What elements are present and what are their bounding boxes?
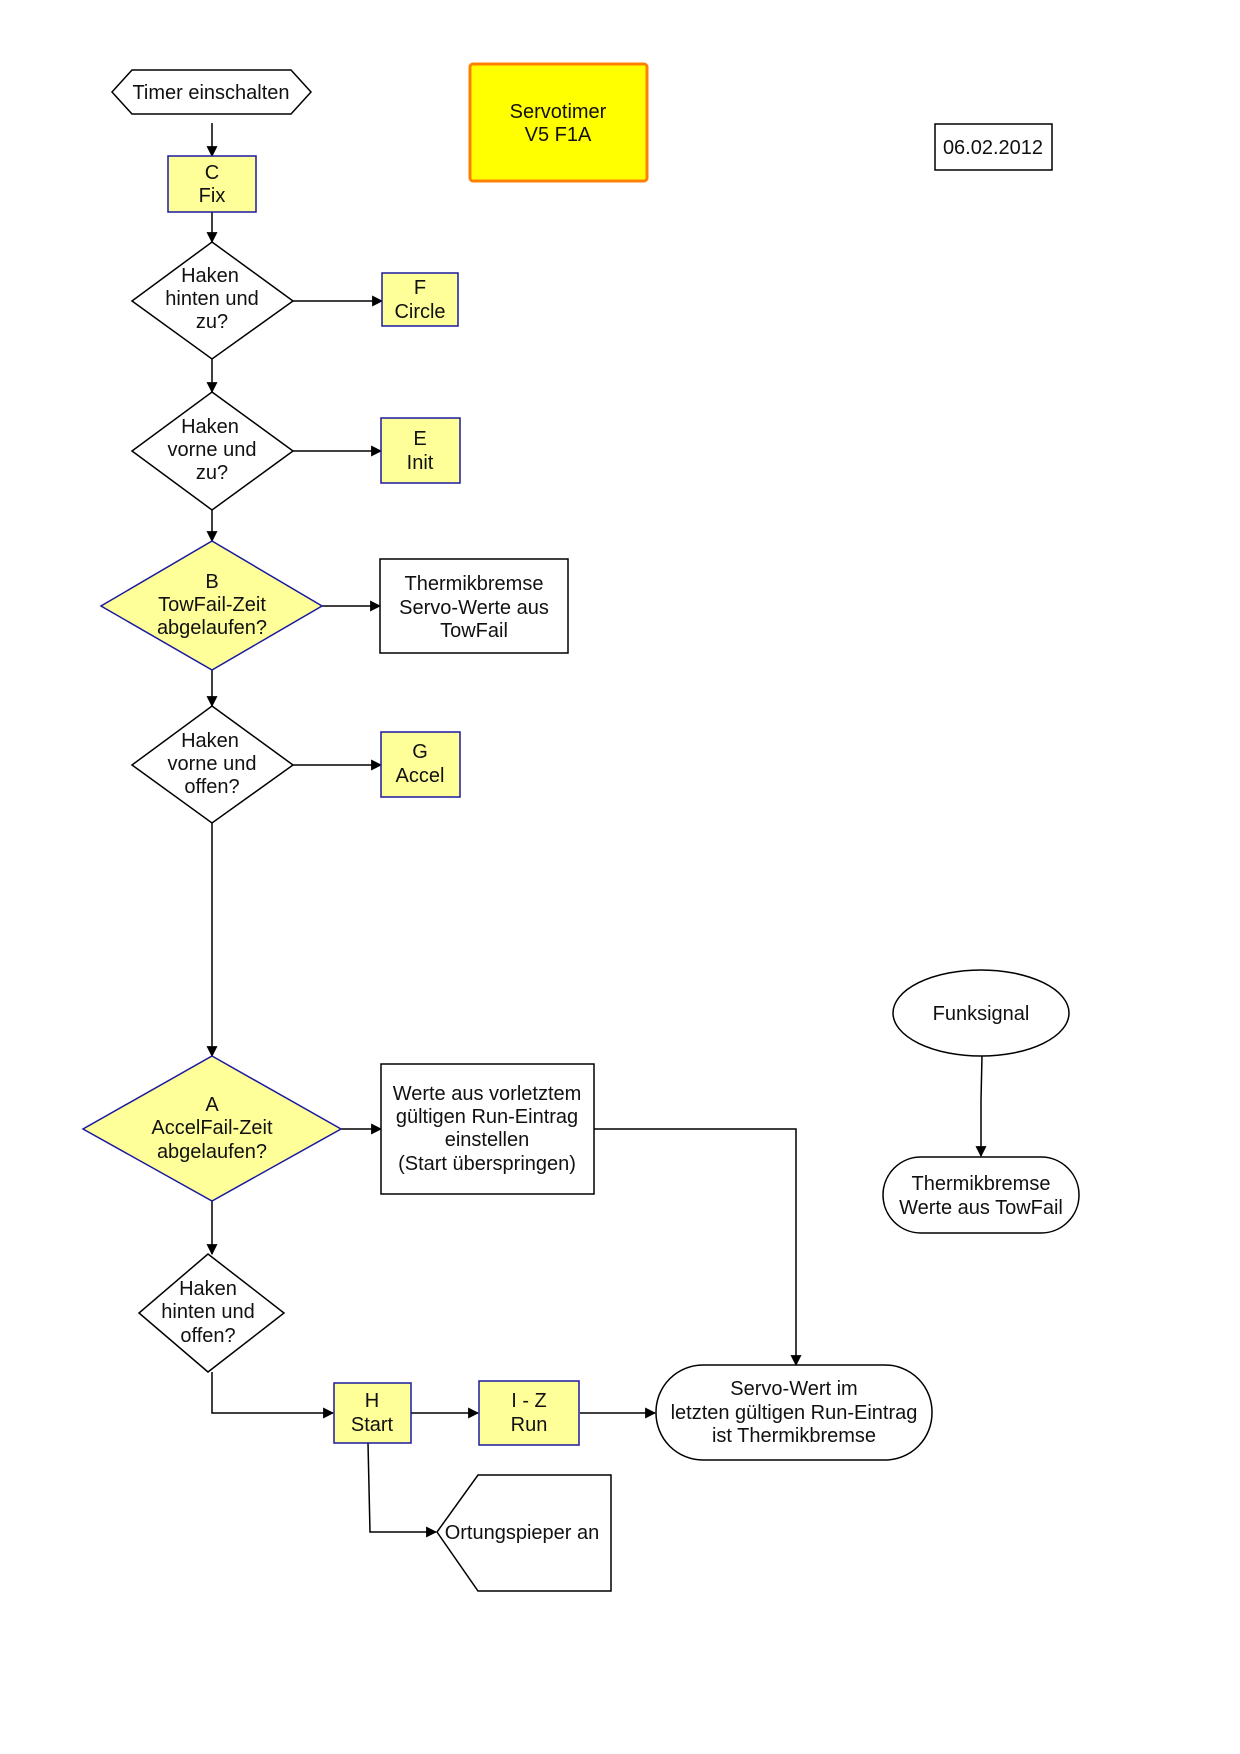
- thermik2-line-1: Thermikbremse: [912, 1173, 1051, 1195]
- decision-3-line-1: Haken: [181, 730, 239, 752]
- process-g-letter: G: [412, 741, 428, 763]
- decision-a-accelfail: A AccelFail-Zeit abgelaufen?: [81, 1055, 343, 1202]
- decision-2-line-3: zu?: [196, 462, 228, 484]
- decision-a-line-2: AccelFail-Zeit: [151, 1117, 273, 1139]
- thermik1-line-3: TowFail: [440, 620, 508, 642]
- thermik1-line-1: Thermikbremse: [405, 573, 544, 595]
- edge-d4-h: [211, 1372, 335, 1419]
- decision-b-line-3: abgelaufen?: [157, 617, 267, 639]
- title-box: Servotimer V5 F1A: [468, 62, 649, 183]
- werte-line-2: gültigen Run-Eintrag: [396, 1106, 578, 1128]
- process-werte-vorletztem: Werte aus vorletztem gültigen Run-Eintra…: [380, 1063, 595, 1195]
- decision-2-line-1: Haken: [181, 416, 239, 438]
- werte-line-3: einstellen: [445, 1129, 530, 1151]
- decision-haken-vorne-offen: Haken vorne und offen?: [130, 705, 295, 824]
- servo-line-2: letzten gültigen Run-Eintrag: [671, 1402, 918, 1424]
- funk-label: Funksignal: [933, 1003, 1030, 1025]
- decision-b-towfail: B TowFail-Zeit abgelaufen?: [99, 540, 324, 671]
- start-node: Timer einschalten: [110, 69, 313, 115]
- thermik2-line-2: Werte aus TowFail: [899, 1197, 1063, 1219]
- decision-1-line-2: hinten und: [165, 288, 258, 310]
- decision-4-line-1: Haken: [179, 1278, 237, 1300]
- decision-3-line-2: vorne und: [168, 753, 257, 775]
- ortung-label: Ortungspieper an: [445, 1522, 600, 1544]
- date-box: 06.02.2012: [934, 123, 1053, 171]
- werte-line-1: Werte aus vorletztem: [393, 1083, 582, 1105]
- process-c-letter: C: [205, 162, 219, 184]
- decision-1-line-1: Haken: [181, 265, 239, 287]
- process-g-label: Accel: [396, 765, 445, 787]
- decision-4-line-3: offen?: [180, 1325, 235, 1347]
- display-ortungspieper: Ortungspieper an: [436, 1474, 612, 1592]
- process-run-letter: I - Z: [511, 1390, 547, 1412]
- servo-line-3: ist Thermikbremse: [712, 1425, 876, 1447]
- terminal-servo-wert: Servo-Wert im letzten gültigen Run-Eintr…: [655, 1364, 933, 1461]
- date-label: 06.02.2012: [943, 137, 1043, 159]
- terminal-thermikbremse-towfail: Thermikbremse Werte aus TowFail: [882, 1156, 1080, 1234]
- decision-haken-hinten-zu: Haken hinten und zu?: [130, 241, 295, 360]
- process-c-label: Fix: [199, 185, 226, 207]
- decision-b-line-2: TowFail-Zeit: [158, 594, 266, 616]
- process-f-circle: F Circle: [381, 272, 459, 327]
- process-e-init: E Init: [380, 417, 461, 484]
- start-label: Timer einschalten: [132, 82, 289, 104]
- connectors: [206, 123, 987, 1538]
- decision-haken-vorne-zu: Haken vorne und zu?: [130, 391, 295, 511]
- event-funksignal: Funksignal: [892, 969, 1070, 1057]
- process-e-letter: E: [413, 428, 426, 450]
- process-f-label: Circle: [394, 301, 445, 323]
- edge-werte-servo: [594, 1128, 802, 1367]
- title-line-1: Servotimer: [510, 101, 607, 123]
- edge-funk-thermik2: [975, 1055, 987, 1158]
- werte-line-4: (Start überspringen): [398, 1153, 576, 1175]
- process-h-label: Start: [351, 1414, 394, 1436]
- servo-line-1: Servo-Wert im: [730, 1378, 857, 1400]
- process-g-accel: G Accel: [380, 731, 461, 798]
- process-c-fix: C Fix: [167, 155, 257, 213]
- decision-a-line-3: abgelaufen?: [157, 1141, 267, 1163]
- decision-1-line-3: zu?: [196, 311, 228, 333]
- process-i-z-run: I - Z Run: [478, 1380, 580, 1446]
- title-line-2: V5 F1A: [525, 124, 592, 146]
- process-thermikbremse-towfail: Thermikbremse Servo-Werte aus TowFail: [379, 558, 569, 654]
- decision-a-letter: A: [205, 1094, 219, 1116]
- decision-4-line-2: hinten und: [161, 1301, 254, 1323]
- decision-haken-hinten-offen: Haken hinten und offen?: [137, 1253, 286, 1373]
- process-h-start: H Start: [333, 1382, 412, 1444]
- process-e-label: Init: [407, 452, 434, 474]
- process-run-label: Run: [511, 1414, 548, 1436]
- decision-2-line-2: vorne und: [168, 439, 257, 461]
- decision-3-line-3: offen?: [184, 776, 239, 798]
- process-f-letter: F: [414, 277, 426, 299]
- process-h-letter: H: [365, 1390, 379, 1412]
- edge-h-ortung: [367, 1442, 438, 1538]
- decision-b-letter: B: [205, 571, 218, 593]
- thermik1-line-2: Servo-Werte aus: [399, 597, 549, 619]
